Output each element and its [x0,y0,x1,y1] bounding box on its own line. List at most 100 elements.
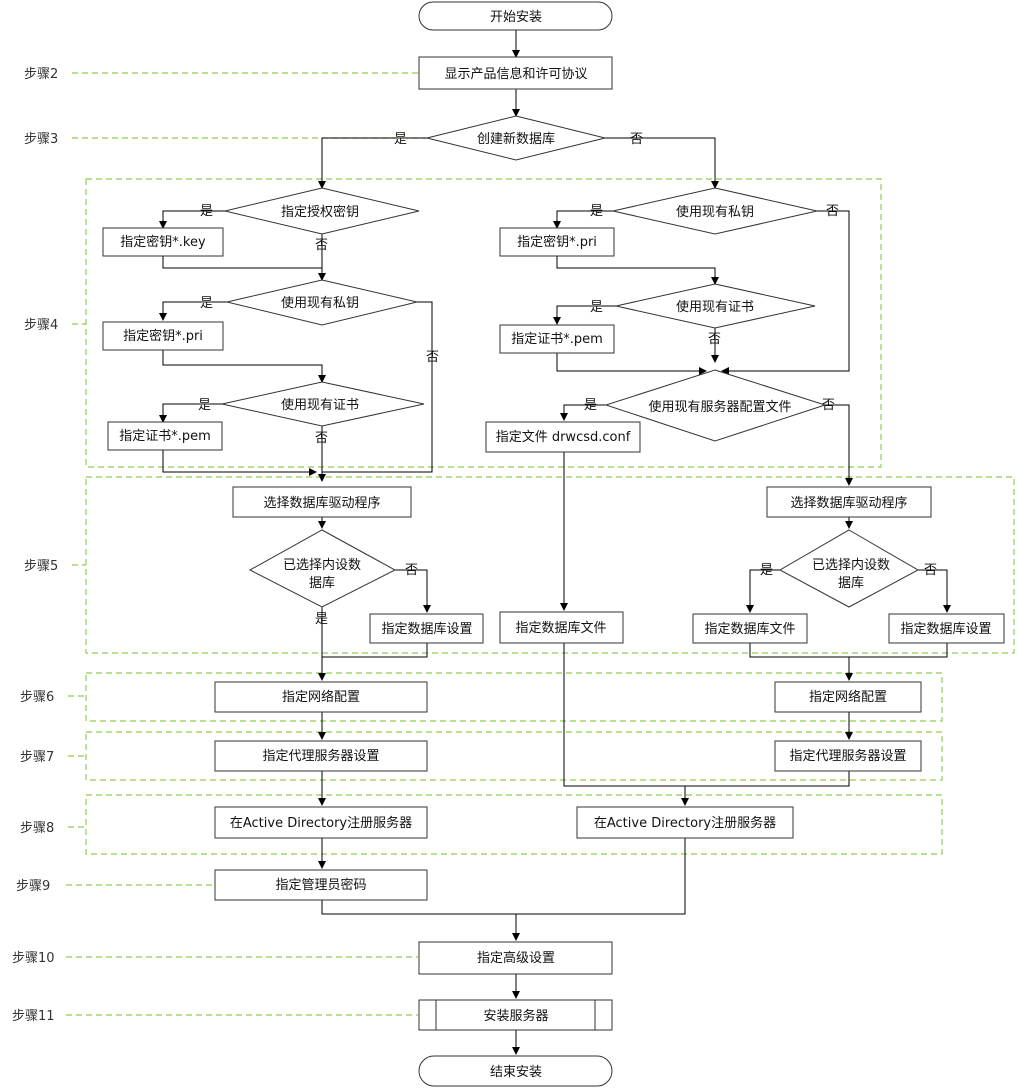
step-label-4: 步骤4 [24,318,58,333]
step-labels: 步骤2 步骤3 步骤4 步骤5 步骤6 步骤7 步骤8 步骤9 步骤10 步骤1… [12,67,426,1024]
edge-privleft-yes [159,301,227,321]
node-use-cert-q-right-text: 使用现有证书 [676,299,754,315]
node-pem-left-text: 指定证书*.pem [119,429,211,444]
edge-conf-yes [560,404,606,421]
node-network-right [774,681,922,713]
edge-builtinright-yes [746,569,780,613]
region-step4 [85,178,882,468]
node-driver-right [766,486,932,518]
node-start-text: 开始安装 [490,10,542,25]
edge-dbfileright-merge [749,643,948,658]
node-driver-left-text: 选择数据库驱动程序 [263,495,380,511]
node-network-left-text: 指定网络配置 [282,689,360,705]
node-proxy-right-text: 指定代理服务器设置 [789,748,906,764]
node-use-cert-q-left [221,381,425,427]
label-authkey-no: 否 [315,238,328,253]
node-use-priv-q-left [226,279,418,326]
node-server-conf-q [604,369,827,442]
edge-certleft-yes [159,403,222,423]
step-label-6: 步骤6 [20,690,54,705]
connectors [159,30,951,1055]
label-builtinright-yes: 是 [760,563,773,578]
edge-dbfilemid-merge [563,643,689,806]
node-key-left [102,227,224,257]
node-end-text: 结束安装 [490,1065,542,1080]
label-createdb-yes: 是 [394,132,407,147]
node-use-priv-q-right [612,187,818,235]
label-builtinleft-no: 否 [405,563,418,578]
node-install-text: 安装服务器 [483,1008,548,1024]
label-builtinleft-yes: 是 [315,612,328,627]
node-builtin-q-left-text2: 据库 [309,575,335,591]
node-builtin-q-left-text1: 已选择内设数 [283,557,361,573]
label-privleft-no: 否 [426,350,439,365]
step-label-2: 步骤2 [24,67,58,82]
step-label-7: 步骤7 [20,750,54,765]
node-db-settings-right-text: 指定数据库设置 [900,621,991,637]
region-step6 [85,672,943,722]
node-pem-right [499,324,615,354]
label-certright-yes: 是 [590,300,603,315]
label-privleft-yes: 是 [200,296,213,311]
edge-privright-yes [553,210,613,229]
node-builtin-q-right [778,529,920,608]
edge-labels: 是 否 是 否 是 否 是 否 是 否 是 否 是 否 否 是 是 否 [198,132,937,627]
edge-adright-merge [512,838,686,941]
edge-keyleft-merge [162,256,322,269]
node-conf-file [485,421,641,453]
edge-proxyright-merge [685,771,850,787]
node-start [418,1,613,31]
node-auth-key-q-text: 指定授权密钥 [281,204,359,220]
edge-privleft-no [322,301,433,473]
edge-pemleft-merge [162,450,317,476]
node-pem-right-text: 指定证书*.pem [511,332,603,347]
node-db-file-right [692,613,808,644]
node-ad-right [576,806,794,839]
node-install [418,999,613,1031]
step-label-8: 步骤8 [20,821,54,836]
node-pri-right [499,227,615,257]
node-create-db-text: 创建新数据库 [477,131,555,147]
node-use-priv-q-right-text: 使用现有私钥 [676,204,754,220]
label-certleft-yes: 是 [198,398,211,413]
node-conf-file-text: 指定文件 drwcsd.conf [496,430,631,445]
node-network-left [214,681,428,713]
edge-priright-down [556,256,719,285]
node-admin-pwd-text: 指定管理员密码 [275,877,366,893]
edge-conf-no [825,404,853,486]
node-proxy-left-text: 指定代理服务器设置 [262,748,379,764]
node-server-conf-q-text: 使用现有服务器配置文件 [648,399,791,415]
node-builtin-q-left [248,529,397,608]
node-db-settings-right [888,613,1005,644]
edge-privright-no [721,210,850,375]
node-show-info [418,56,613,90]
nodes: 开始安装 显示产品信息和许可协议 创建新数据库 指定授权密钥 指定密钥*.key… [102,1,1005,1087]
edge-prileft-down [162,350,326,383]
node-driver-right-text: 选择数据库驱动程序 [790,495,907,511]
edge-admin-merge [321,900,516,915]
step-label-3: 步骤3 [24,132,58,147]
node-builtin-q-right-text2: 据库 [838,575,864,591]
edge-dbsetleft-merge [322,643,428,658]
node-pri-right-text: 指定密钥*.pri [517,234,597,250]
edge-certright-yes [553,305,616,325]
edge-createdb-no [605,137,719,189]
region-step8 [85,794,943,855]
node-key-left-text: 指定密钥*.key [120,234,206,250]
region-step7 [85,731,943,781]
node-use-priv-q-left-text: 使用现有私钥 [281,295,359,311]
node-proxy-left [214,740,428,772]
node-ad-right-text: 在Active Directory注册服务器 [594,815,776,831]
step-label-9: 步骤9 [16,879,50,894]
node-advanced [418,941,613,975]
node-advanced-text: 指定高级设置 [477,950,555,966]
label-conf-no: 否 [822,398,835,413]
label-privright-no: 否 [826,204,839,219]
step-label-10: 步骤10 [12,951,55,966]
node-pri-left [102,321,224,351]
edge-createdb-yes [318,137,427,189]
node-use-cert-q-right [615,283,816,329]
label-createdb-no: 否 [630,132,643,147]
node-admin-pwd [214,869,428,901]
